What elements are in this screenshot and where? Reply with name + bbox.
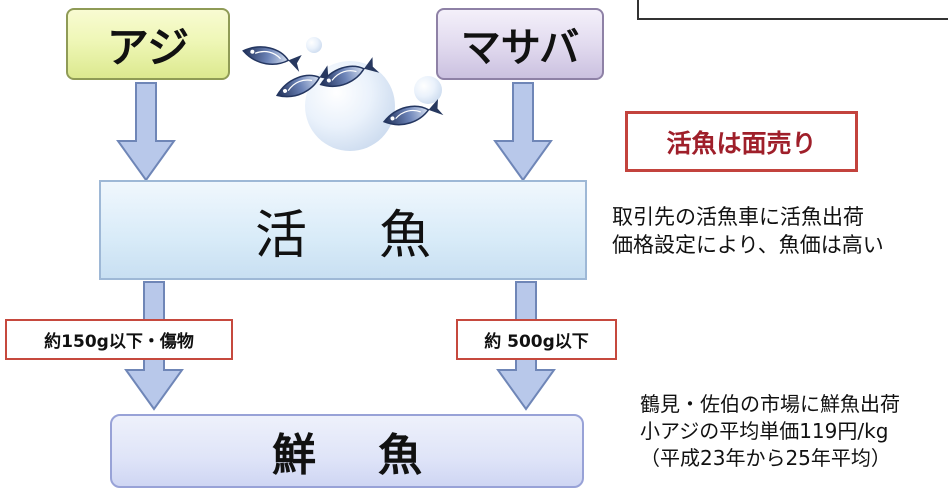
fish-icon-lower-right	[382, 98, 444, 126]
aji-source-box: アジ	[66, 8, 230, 80]
aji-label: アジ	[106, 22, 190, 72]
live-fish-label: 活魚	[254, 205, 503, 266]
live-fish-box: 活魚	[99, 180, 587, 280]
small-bubble	[306, 37, 322, 53]
right-size-criteria-label: 約 500g以下	[484, 332, 589, 352]
masaba-to-live-arrow	[493, 82, 553, 182]
fresh-fish-box: 鮮魚	[110, 414, 584, 488]
fish-icon-middle-right	[319, 57, 380, 87]
fish-school-bubble-icon	[242, 37, 444, 151]
live-fish-description: 取引先の活魚車に活魚出荷 価格設定により、魚価は高い	[612, 203, 932, 259]
right-size-criteria-box: 約 500g以下	[456, 319, 617, 360]
fresh-description-line-1: 鶴見・佐伯の市場に鮮魚出荷	[640, 392, 900, 416]
aji-to-live-arrow	[116, 82, 176, 182]
live-description-line-2: 価格設定により、魚価は高い	[612, 233, 884, 257]
live-sale-note: 活魚は面売り	[625, 111, 858, 172]
fish-icon-middle-left	[275, 65, 335, 98]
fresh-fish-description: 鶴見・佐伯の市場に鮮魚出荷 小アジの平均単価119円/kg （平成23年から25…	[640, 391, 948, 472]
top-right-frame	[637, 0, 948, 20]
fresh-fish-label: 鮮魚	[272, 430, 484, 481]
medium-bubble	[414, 76, 442, 104]
masaba-source-box: マサバ	[436, 8, 604, 80]
fresh-description-line-3: （平成23年から25年平均）	[640, 446, 891, 470]
live-description-line-1: 取引先の活魚車に活魚出荷	[612, 205, 864, 229]
masaba-label: マサバ	[460, 25, 580, 71]
left-size-criteria-label: 約150g以下・傷物	[44, 332, 194, 352]
fresh-description-line-2: 小アジの平均単価119円/kg	[640, 419, 889, 443]
left-size-criteria-box: 約150g以下・傷物	[5, 319, 233, 360]
live-sale-note-text: 活魚は面売り	[666, 128, 817, 158]
fish-icon-top	[242, 46, 302, 72]
